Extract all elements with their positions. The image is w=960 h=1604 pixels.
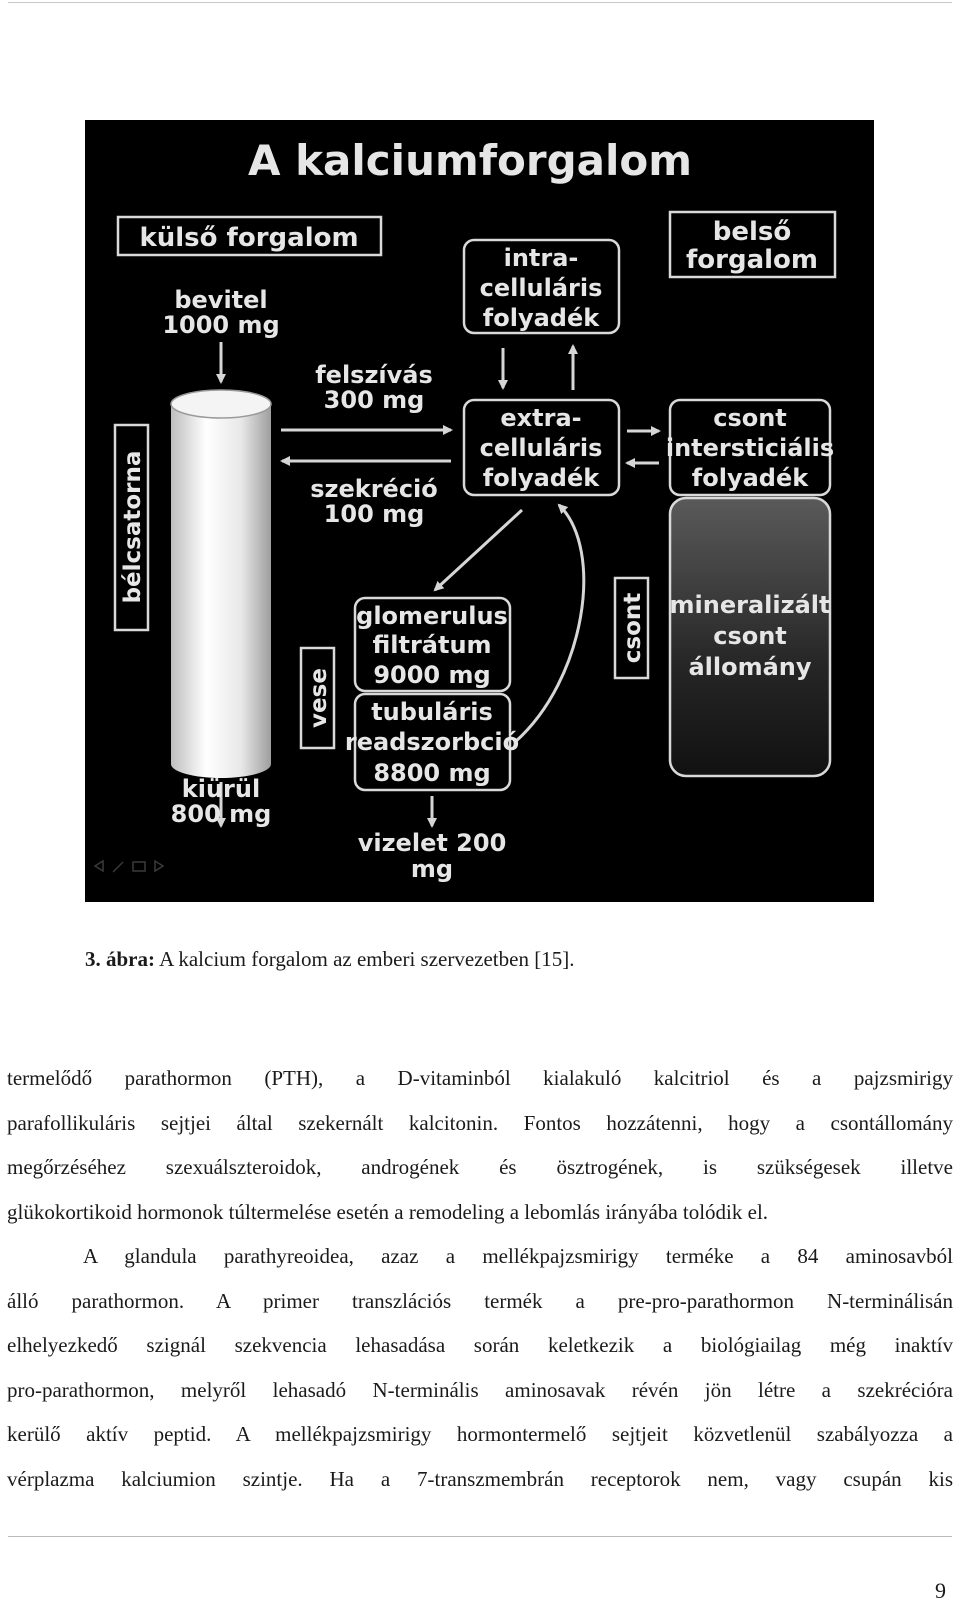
text-line: álló parathormon. A primer transzlációs … <box>7 1288 953 1313</box>
mineral-label-1: mineralizált <box>670 591 831 619</box>
internal-turnover-label-1: belső <box>713 217 792 247</box>
slide-controls-icon <box>93 859 165 873</box>
mineralized-bone-box <box>668 496 832 778</box>
caption-label: 3. ábra: <box>85 947 155 971</box>
text-line: kerülő aktív peptid. A mellékpajzsmirigy… <box>7 1422 953 1446</box>
internal-turnover-box <box>668 210 837 279</box>
text-line: pro-parathormon, melyről lehasadó N-term… <box>7 1377 953 1402</box>
kidney-box <box>299 646 336 750</box>
bone-fluid-label-3: folyadék <box>692 464 809 492</box>
extracellular-fluid-box <box>462 398 621 497</box>
glomerulus-label-2: filtrátum <box>372 631 491 659</box>
tubular-label-2: readszorbció <box>345 728 519 756</box>
text-line: megőrzéséhez szexuálszteroidok, androgén… <box>7 1155 953 1179</box>
text-line: vérplazma kalciumion szintje. Ha a 7-tra… <box>7 1466 953 1491</box>
glomerulus-label-1: glomerulus <box>356 602 508 630</box>
intracellular-fluid-box <box>462 238 621 335</box>
intestine-cylinder <box>170 389 272 778</box>
bone-interstitial-fluid-box <box>668 398 832 497</box>
text-line: glükokortikoid hormonok túltermelése ese… <box>7 1199 769 1224</box>
absorption-amount: 300 mg <box>324 386 425 414</box>
page-number: 9 <box>935 1578 946 1603</box>
external-turnover-label: külső forgalom <box>139 223 358 253</box>
reabsorption-return-arrow <box>514 503 586 744</box>
bone-label: csont <box>620 593 646 664</box>
text-line: parafollikuláris sejtjei által szekernál… <box>7 1110 953 1135</box>
excretion-label: kiürül <box>182 775 260 803</box>
caption-text: A kalcium forgalom az emberi szervezetbe… <box>155 947 575 971</box>
tubular-label-1: tubuláris <box>371 698 493 726</box>
extra-to-glomerulus-arrow <box>433 508 524 592</box>
text-line: elhelyezkedő szignál szekvencia lehasadá… <box>7 1333 953 1357</box>
intracellular-label-3: folyadék <box>483 304 600 332</box>
intestine-box <box>113 423 150 632</box>
excretion-amount: 800 mg <box>171 800 272 828</box>
top-rule <box>8 2 952 3</box>
kidney-label: vese <box>306 668 332 728</box>
extracellular-label-3: folyadék <box>483 464 600 492</box>
mineral-label-2: csont <box>713 622 787 650</box>
intracellular-label-2: celluláris <box>480 274 603 302</box>
text-line: termelődő parathormon (PTH), a D-vitamin… <box>7 1066 953 1090</box>
secretion-amount: 100 mg <box>324 500 425 528</box>
glomerular-filtrate-box <box>353 596 512 693</box>
intake-amount: 1000 mg <box>162 311 279 339</box>
footer-rule <box>8 1536 952 1537</box>
bone-box <box>613 576 650 680</box>
bone-fluid-label-1: csont <box>713 404 787 432</box>
extracellular-label-1: extra- <box>500 404 581 432</box>
text-line: A glandula parathyreoidea, azaz a mellék… <box>83 1244 953 1268</box>
absorption-label: felszívás <box>315 361 433 389</box>
glomerulus-label-3: 9000 mg <box>373 661 490 689</box>
bone-fluid-label-2: intersticiális <box>666 434 834 462</box>
mineral-label-3: állomány <box>688 653 811 681</box>
figure-caption: 3. ábra: A kalcium forgalom az emberi sz… <box>85 947 574 971</box>
extracellular-label-2: celluláris <box>480 434 603 462</box>
intestine-label: bélcsatorna <box>120 451 146 604</box>
tubular-reabsorption-box <box>353 692 512 792</box>
body-paragraphs: termelődő parathormon (PTH), a D-vitamin… <box>7 1056 953 1501</box>
urine-label: vizelet 200 <box>358 829 507 857</box>
urine-amount: mg <box>411 855 453 883</box>
secretion-label: szekréció <box>310 475 438 503</box>
external-turnover-box <box>116 215 383 257</box>
figure-title: A kalciumforgalom <box>248 136 692 185</box>
intake-label: bevitel <box>174 286 267 314</box>
internal-turnover-label-2: forgalom <box>686 245 818 275</box>
intracellular-label-1: intra- <box>504 244 579 272</box>
tubular-label-3: 8800 mg <box>373 759 490 787</box>
calcium-metabolism-figure: A kalciumforgalom külső forgalom belső f… <box>85 120 874 902</box>
